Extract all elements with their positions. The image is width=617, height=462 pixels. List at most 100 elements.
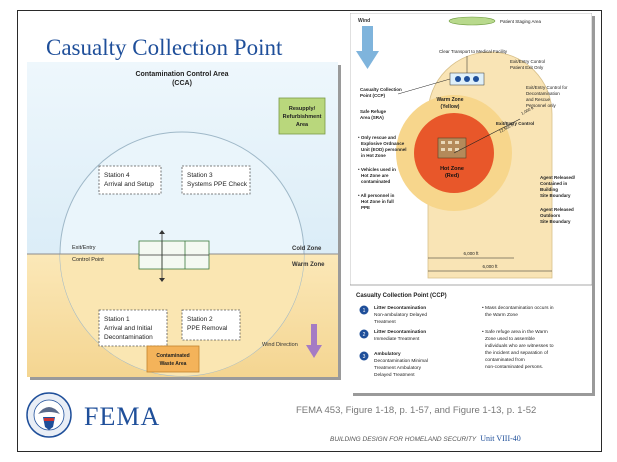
svg-text:the incident and separation of: the incident and separation of bbox=[485, 350, 549, 356]
fema-logo-text: FEMA bbox=[84, 402, 161, 431]
svg-text:Site Boundary: Site Boundary bbox=[540, 193, 571, 198]
svg-text:• Mass decontamination occurs: • Mass decontamination occurs in bbox=[482, 305, 554, 311]
svg-text:Safe Refuge: Safe Refuge bbox=[360, 109, 387, 114]
svg-text:• Safe refuge area in the Warm: • Safe refuge area in the Warm bbox=[482, 329, 548, 335]
waste-area bbox=[146, 345, 200, 373]
station-3 bbox=[181, 165, 251, 195]
svg-text:Explosive Ordnance: Explosive Ordnance bbox=[361, 141, 405, 146]
svg-text:Resupply/: Resupply/ bbox=[289, 106, 316, 112]
svg-text:Waste Area: Waste Area bbox=[160, 361, 187, 367]
svg-text:Litter Decontamination: Litter Decontamination bbox=[374, 305, 426, 311]
agent-outdoors-label: Agent Released Outdoors Site Boundary bbox=[540, 207, 574, 224]
wind-arrow-icon bbox=[356, 26, 379, 69]
bullet-ppe: • All personnel in Hot Zone in full PPE bbox=[358, 193, 395, 210]
svg-text:Treatment: Treatment bbox=[374, 319, 396, 325]
svg-text:Refurbishment: Refurbishment bbox=[283, 114, 322, 120]
svg-text:Ambulatory: Ambulatory bbox=[374, 351, 401, 357]
svg-text:Control Point: Control Point bbox=[72, 257, 104, 263]
svg-text:(Yellow): (Yellow) bbox=[441, 104, 460, 110]
svg-text:2: 2 bbox=[363, 332, 366, 338]
svg-text:Unit (EOD) personnel: Unit (EOD) personnel bbox=[361, 147, 407, 152]
svg-text:PPE: PPE bbox=[361, 205, 370, 210]
svg-text:contaminated from: contaminated from bbox=[485, 357, 525, 363]
svg-text:Litter Decontamination: Litter Decontamination bbox=[374, 329, 426, 335]
svg-text:Exit/Entry Control for: Exit/Entry Control for bbox=[526, 85, 568, 90]
svg-text:contaminated: contaminated bbox=[361, 179, 391, 184]
resupply-area bbox=[278, 97, 326, 135]
station-1 bbox=[98, 309, 168, 347]
svg-text:• Only rescue and: • Only rescue and bbox=[358, 135, 396, 140]
contamination-control-area-figure: Contamination Control Area (CCA) Resuppl… bbox=[27, 62, 338, 377]
svg-text:• Vehicles used in: • Vehicles used in bbox=[358, 167, 396, 172]
bullet-rescue-eod: • Only rescue and Explosive Ordnance Uni… bbox=[358, 135, 407, 158]
svg-text:Wind: Wind bbox=[358, 18, 370, 24]
patient-staging-area bbox=[448, 16, 496, 26]
svg-text:Station 1: Station 1 bbox=[104, 316, 130, 323]
legend-item-2: 2 Litter Decontamination Immediate Treat… bbox=[359, 329, 426, 342]
svg-text:Agent Released: Agent Released bbox=[540, 207, 574, 212]
svg-text:Hot Zone in full: Hot Zone in full bbox=[361, 199, 394, 204]
svg-text:Non-ambulatory Delayed: Non-ambulatory Delayed bbox=[374, 312, 427, 318]
svg-text:Area: Area bbox=[296, 122, 309, 128]
wind-direction-label: Wind Direction bbox=[262, 342, 298, 348]
svg-text:Decontamination: Decontamination bbox=[104, 334, 153, 341]
svg-text:Exit/Entry Control: Exit/Entry Control bbox=[510, 59, 545, 64]
svg-text:Hot Zone: Hot Zone bbox=[440, 166, 464, 172]
svg-text:non-contaminated persons.: non-contaminated persons. bbox=[485, 364, 543, 370]
svg-text:Casualty Collection: Casualty Collection bbox=[360, 87, 402, 92]
dhs-seal-logo bbox=[26, 392, 72, 438]
svg-text:Building: Building bbox=[540, 187, 558, 192]
agent-contained-label: Agent Released/ Contained in Building Si… bbox=[540, 175, 576, 198]
figure-caption: FEMA 453, Figure 1-18, p. 1-57, and Figu… bbox=[296, 405, 537, 416]
station-4 bbox=[98, 165, 162, 195]
svg-text:Exit/Entry Control: Exit/Entry Control bbox=[496, 121, 534, 126]
svg-text:Patient Staging Area: Patient Staging Area bbox=[500, 19, 542, 24]
casualty-collection-point-figure: Wind Patient Staging Area Hot Zone (Red)… bbox=[350, 13, 592, 393]
svg-text:individuals who are witnesses: individuals who are witnesses to bbox=[485, 343, 554, 349]
svg-text:Arrival and Initial: Arrival and Initial bbox=[104, 325, 153, 332]
warm-zone-label: Warm Zone bbox=[292, 262, 325, 268]
legend-note-safe-refuge: • Safe refuge area in the Warm Zone used… bbox=[482, 329, 554, 370]
svg-text:the Warm Zone: the Warm Zone bbox=[485, 312, 518, 318]
svg-text:3: 3 bbox=[363, 354, 366, 360]
svg-text:Warm Zone: Warm Zone bbox=[436, 97, 463, 103]
svg-text:Contaminated: Contaminated bbox=[156, 353, 189, 359]
wind-direction-arrow-icon bbox=[306, 324, 322, 358]
svg-text:1,000 ft: 1,000 ft bbox=[520, 105, 535, 116]
svg-text:Station 3: Station 3 bbox=[187, 172, 213, 179]
svg-text:(CCA): (CCA) bbox=[172, 80, 192, 87]
legend-note-mass-decon: • Mass decontamination occurs in the War… bbox=[482, 305, 554, 318]
legend-item-1: 1 Litter Decontamination Non-ambulatory … bbox=[359, 305, 427, 325]
ccp-legend-title: Casualty Collection Point (CCP) bbox=[356, 293, 447, 299]
svg-text:Station 2: Station 2 bbox=[187, 316, 213, 323]
bullet-vehicles: • Vehicles used in Hot Zone are contamin… bbox=[358, 167, 396, 184]
svg-text:Personnel only: Personnel only bbox=[526, 103, 557, 108]
svg-text:Decontamination Minimal: Decontamination Minimal bbox=[374, 358, 428, 364]
svg-text:Site Boundary: Site Boundary bbox=[540, 219, 571, 224]
svg-text:Systems PPE Check: Systems PPE Check bbox=[187, 181, 248, 188]
svg-text:(Red): (Red) bbox=[445, 173, 459, 179]
svg-text:Hot Zone are: Hot Zone are bbox=[361, 173, 389, 178]
svg-text:Treatment Ambulatory: Treatment Ambulatory bbox=[374, 365, 422, 371]
svg-text:Exit/Entry: Exit/Entry bbox=[72, 245, 96, 251]
svg-text:PPE Removal: PPE Removal bbox=[187, 325, 228, 332]
svg-text:Delayed Treatment: Delayed Treatment bbox=[374, 372, 415, 378]
svg-text:Station 4: Station 4 bbox=[104, 172, 130, 179]
legend-item-3: 3 Ambulatory Decontamination Minimal Tre… bbox=[359, 351, 428, 378]
unit-label: Unit VIII-40 bbox=[480, 434, 521, 443]
svg-text:Point (CCP): Point (CCP) bbox=[360, 93, 385, 98]
svg-text:1: 1 bbox=[363, 308, 366, 314]
svg-text:Area (SRA): Area (SRA) bbox=[360, 115, 384, 120]
slide-title: Casualty Collection Point bbox=[46, 35, 283, 60]
svg-text:Contained in: Contained in bbox=[540, 181, 567, 186]
svg-text:Agent Released/: Agent Released/ bbox=[540, 175, 576, 180]
svg-text:Decontamination: Decontamination bbox=[526, 91, 560, 96]
building-icon bbox=[437, 137, 467, 159]
svg-text:• All personnel in: • All personnel in bbox=[358, 193, 395, 198]
svg-text:Outdoors: Outdoors bbox=[540, 213, 561, 218]
svg-text:6,000 ft: 6,000 ft bbox=[482, 264, 498, 269]
station-2 bbox=[181, 309, 241, 341]
svg-text:Clear Transport to Medical Fac: Clear Transport to Medical Facility bbox=[439, 49, 508, 54]
svg-text:in Hot Zone: in Hot Zone bbox=[361, 153, 386, 158]
